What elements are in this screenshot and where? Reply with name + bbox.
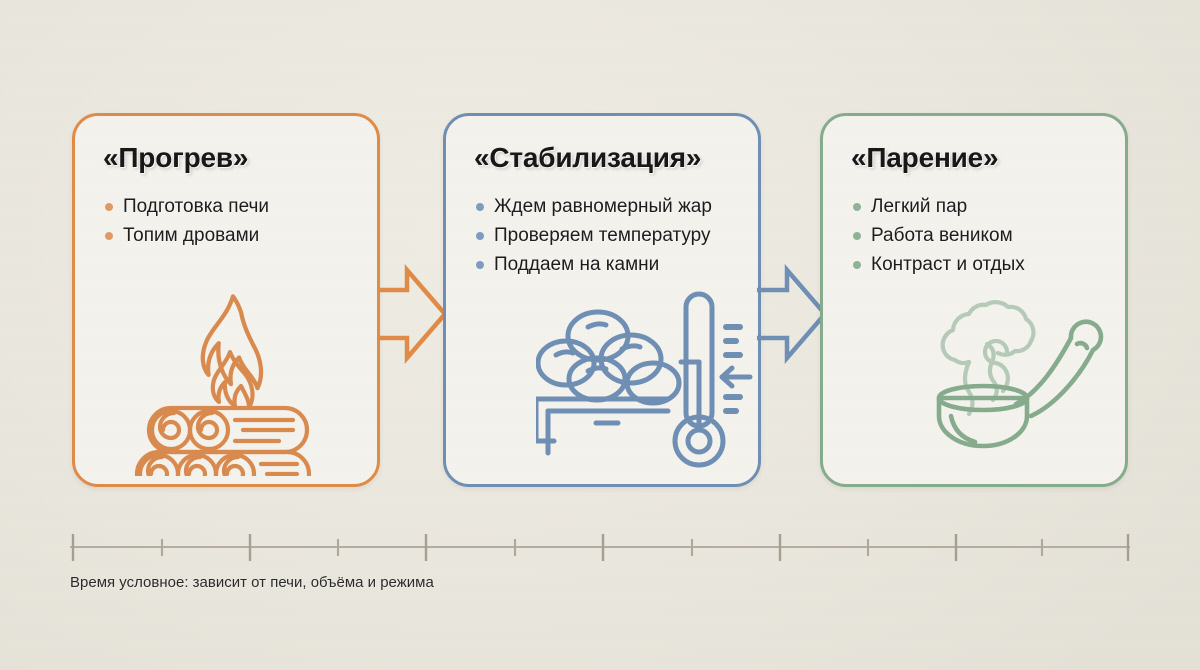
card-title-stabilizaciya: «Стабилизация»	[474, 142, 702, 173]
card-content-progrev: «Прогрев» Подготовка печи Топим дровами	[75, 116, 377, 484]
stage-card-progrev[interactable]: «Прогрев» Подготовка печи Топим дровами	[72, 113, 380, 487]
card-bullets-progrev: Подготовка печи Топим дровами	[103, 192, 269, 250]
card-title-parenie: «Парение»	[851, 142, 999, 173]
bullet-dot	[105, 232, 113, 240]
bullet-dot	[853, 232, 861, 240]
ladle-steam-icon	[911, 286, 1111, 481]
bullet-text: Проверяем температуру	[494, 225, 711, 246]
list-item: Контраст и отдых	[851, 250, 1025, 279]
bullet-dot	[853, 261, 861, 269]
bullet-dot	[853, 203, 861, 211]
timeline-caption: Время условное: зависит от печи, объёма …	[70, 574, 434, 591]
card-content-parenie: «Парение» Легкий пар Работа веником Конт…	[823, 116, 1125, 484]
list-item: Легкий пар	[851, 192, 1025, 221]
list-item: Подготовка печи	[103, 192, 269, 221]
bullet-text: Ждем равномерный жар	[494, 196, 712, 217]
stage-card-stabilizaciya[interactable]: «Стабилизация» Ждем равномерный жар Пров…	[443, 113, 761, 487]
bullet-dot	[476, 203, 484, 211]
stage-card-parenie[interactable]: «Парение» Легкий пар Работа веником Конт…	[820, 113, 1128, 487]
list-item: Работа веником	[851, 221, 1025, 250]
list-item: Поддаем на камни	[474, 250, 712, 279]
card-title-progrev: «Прогрев»	[103, 142, 249, 173]
arrow-stabilizaciya-to-parenie	[754, 263, 829, 365]
card-bullets-stabilizaciya: Ждем равномерный жар Проверяем температу…	[474, 192, 712, 279]
bullet-text: Топим дровами	[123, 225, 260, 246]
bullet-text: Контраст и отдых	[871, 254, 1025, 275]
firewood-flame-icon	[127, 276, 327, 484]
list-item: Топим дровами	[103, 221, 269, 250]
bullet-dot	[476, 261, 484, 269]
bullet-dot	[105, 203, 113, 211]
bullet-text: Работа веником	[871, 225, 1013, 246]
card-content-stabilizaciya: «Стабилизация» Ждем равномерный жар Пров…	[446, 116, 758, 484]
bullet-dot	[476, 232, 484, 240]
bullet-text: Легкий пар	[871, 196, 968, 217]
list-item: Ждем равномерный жар	[474, 192, 712, 221]
arrow-progrev-to-stabilizaciya	[374, 263, 449, 365]
list-item: Проверяем температуру	[474, 221, 712, 250]
card-bullets-parenie: Легкий пар Работа веником Контраст и отд…	[851, 192, 1025, 279]
bullet-text: Поддаем на камни	[494, 254, 660, 275]
bullet-text: Подготовка печи	[123, 196, 270, 217]
timeline-ruler	[70, 530, 1130, 564]
stones-thermometer-icon	[533, 291, 758, 481]
